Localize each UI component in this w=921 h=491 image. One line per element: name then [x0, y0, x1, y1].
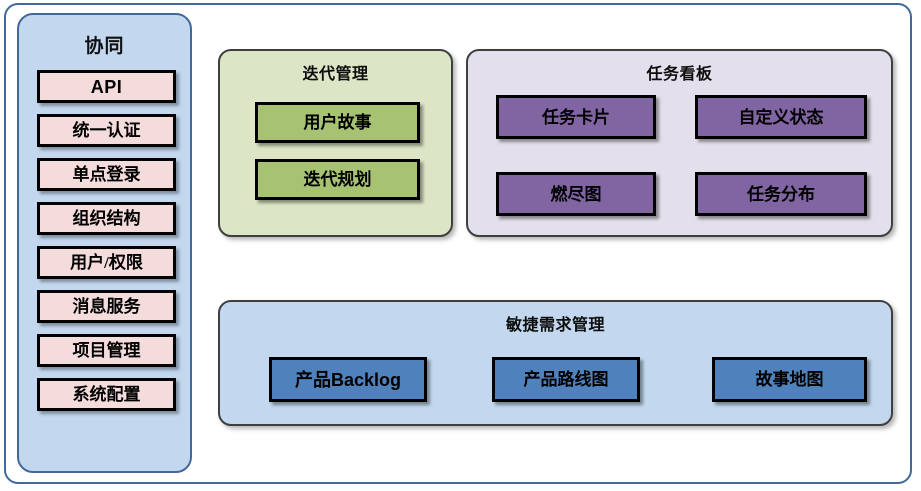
sidebar-item-label: 组织结构: [72, 209, 141, 228]
agile-box-story-map[interactable]: 故事地图: [712, 357, 867, 402]
collaboration-sidebar-panel: 协同 API 统一认证 单点登录 组织结构 用户/权限 消息服务 项目管理: [17, 13, 192, 473]
iteration-management-panel: 迭代管理 用户故事 迭代规划: [218, 49, 453, 237]
iteration-box-label: 用户故事: [303, 113, 372, 132]
sidebar-item-single-sign-on[interactable]: 单点登录: [37, 158, 176, 191]
agile-box-product-backlog[interactable]: 产品Backlog: [269, 357, 427, 402]
sidebar-item-project-management[interactable]: 项目管理: [37, 334, 176, 367]
task-board-box-label: 自定义状态: [738, 107, 824, 127]
iteration-box-iteration-planning[interactable]: 迭代规划: [255, 159, 420, 200]
sidebar-item-label: 单点登录: [72, 165, 141, 184]
sidebar-item-api[interactable]: API: [37, 70, 176, 103]
sidebar-item-message-service[interactable]: 消息服务: [37, 290, 176, 323]
sidebar-item-user-permissions[interactable]: 用户/权限: [37, 246, 176, 279]
task-board-panel: 任务看板 任务卡片 自定义状态 燃尽图 任务分布: [466, 49, 893, 237]
agile-box-label: 产品路线图: [523, 370, 609, 389]
sidebar-item-list: API 统一认证 单点登录 组织结构 用户/权限 消息服务 项目管理 系统配置: [37, 70, 176, 422]
task-board-box-label: 任务分布: [747, 184, 815, 204]
agile-box-product-roadmap[interactable]: 产品路线图: [492, 357, 640, 402]
agile-requirements-title: 敏捷需求管理: [505, 317, 605, 334]
agile-requirements-panel: 敏捷需求管理 产品Backlog 产品路线图 故事地图: [218, 300, 893, 426]
sidebar-item-label: 项目管理: [72, 341, 141, 360]
task-board-box-label: 燃尽图: [550, 184, 602, 204]
sidebar-item-org-structure[interactable]: 组织结构: [37, 202, 176, 235]
sidebar-item-label: 系统配置: [72, 385, 141, 404]
task-board-title: 任务看板: [646, 66, 713, 83]
agile-box-label: 产品Backlog: [294, 369, 402, 390]
iteration-box-label: 迭代规划: [303, 170, 372, 189]
outer-frame-border: [4, 3, 912, 484]
sidebar-item-label: 用户/权限: [70, 253, 143, 272]
iteration-box-user-story[interactable]: 用户故事: [255, 102, 420, 143]
task-board-box-task-card[interactable]: 任务卡片: [496, 95, 656, 139]
sidebar-item-label: 统一认证: [72, 121, 141, 140]
iteration-management-title: 迭代管理: [302, 66, 369, 83]
sidebar-item-label: 消息服务: [72, 297, 141, 316]
task-board-box-custom-status[interactable]: 自定义状态: [695, 95, 867, 139]
sidebar-item-system-config[interactable]: 系统配置: [37, 378, 176, 411]
sidebar-title: 协同: [84, 36, 125, 57]
task-board-box-label: 任务卡片: [542, 107, 610, 127]
agile-box-label: 故事地图: [755, 370, 824, 389]
task-board-box-task-distribution[interactable]: 任务分布: [695, 172, 867, 216]
sidebar-item-unified-auth[interactable]: 统一认证: [37, 114, 176, 147]
task-board-box-burndown-chart[interactable]: 燃尽图: [496, 172, 656, 216]
sidebar-item-label: API: [90, 76, 123, 97]
